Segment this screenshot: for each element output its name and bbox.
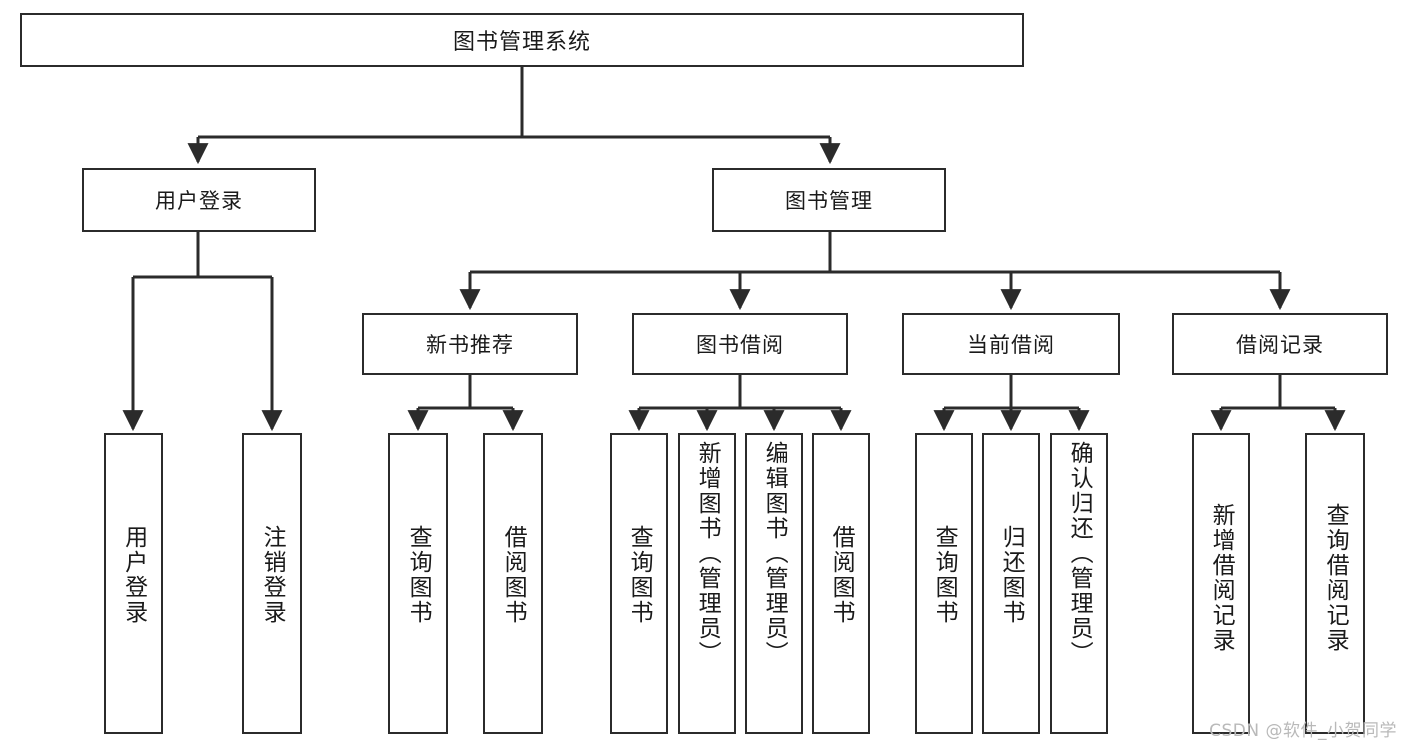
node-leaf-edit-book-label: 编辑图书（管理员） [761,441,788,666]
node-leaf-user-login-label: 用户登录 [120,525,147,625]
node-leaf-add-book-label: 新增图书（管理员） [694,441,721,666]
node-user-login-label: 用户登录 [155,189,243,213]
node-leaf-query-record[interactable]: 查询借阅记录 [1305,433,1365,734]
node-book-manage[interactable]: 图书管理 [712,168,946,232]
node-borrow-record[interactable]: 借阅记录 [1172,313,1388,375]
node-leaf-user-logout-label: 注销登录 [259,525,286,625]
node-leaf-query-book-3-label: 查询图书 [931,525,958,625]
node-root-label: 图书管理系统 [452,30,591,55]
node-leaf-confirm-return-label: 确认归还（管理员） [1066,441,1093,666]
node-leaf-borrow-book-2-label: 借阅图书 [828,525,855,625]
node-book-manage-label: 图书管理 [785,189,873,213]
node-book-borrow[interactable]: 图书借阅 [632,313,848,375]
node-user-login[interactable]: 用户登录 [82,168,316,232]
node-leaf-query-record-label: 查询借阅记录 [1322,503,1349,653]
node-current-borrow-label: 当前借阅 [967,333,1055,357]
node-leaf-borrow-book-1-label: 借阅图书 [500,525,527,625]
node-leaf-return-book-label: 归还图书 [998,525,1025,625]
node-current-borrow[interactable]: 当前借阅 [902,313,1120,375]
node-leaf-user-logout[interactable]: 注销登录 [242,433,302,734]
node-leaf-borrow-book-1[interactable]: 借阅图书 [483,433,543,734]
node-leaf-user-login[interactable]: 用户登录 [104,433,163,734]
node-book-borrow-label: 图书借阅 [696,333,784,357]
node-new-book-recommend[interactable]: 新书推荐 [362,313,578,375]
node-leaf-query-book-1-label: 查询图书 [405,525,432,625]
node-leaf-add-book[interactable]: 新增图书（管理员） [678,433,736,734]
node-leaf-query-book-2[interactable]: 查询图书 [610,433,668,734]
node-leaf-edit-book[interactable]: 编辑图书（管理员） [745,433,803,734]
node-leaf-borrow-book-2[interactable]: 借阅图书 [812,433,870,734]
watermark-text: CSDN @软件_小贺同学 [1209,721,1397,741]
node-new-book-recommend-label: 新书推荐 [426,333,514,357]
node-leaf-query-book-3[interactable]: 查询图书 [915,433,973,734]
node-leaf-add-record-label: 新增借阅记录 [1208,503,1235,653]
node-leaf-query-book-1[interactable]: 查询图书 [388,433,448,734]
node-borrow-record-label: 借阅记录 [1236,333,1324,357]
node-leaf-add-record[interactable]: 新增借阅记录 [1192,433,1250,734]
node-leaf-return-book[interactable]: 归还图书 [982,433,1040,734]
node-root[interactable]: 图书管理系统 [20,13,1024,67]
node-leaf-confirm-return[interactable]: 确认归还（管理员） [1050,433,1108,734]
node-leaf-query-book-2-label: 查询图书 [626,525,653,625]
